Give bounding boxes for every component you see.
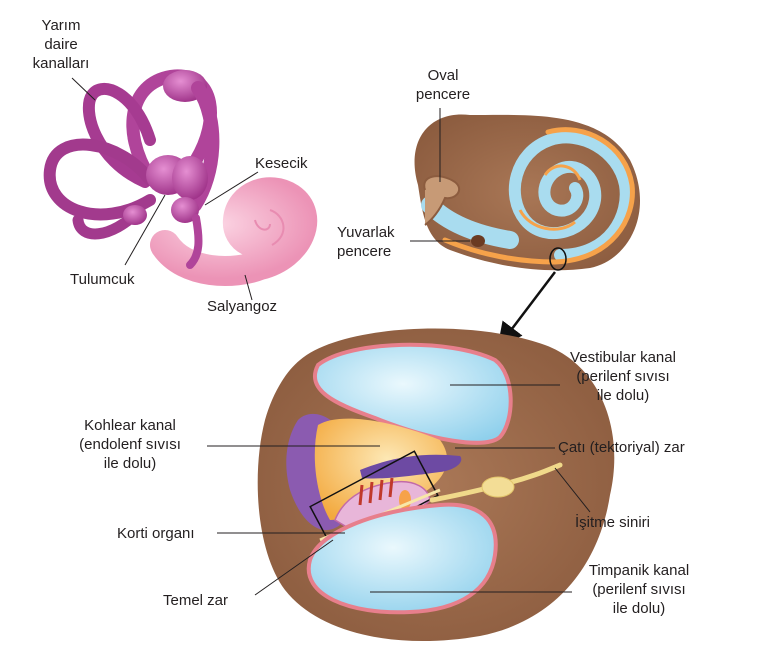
label-cochlea: Salyangoz <box>207 298 278 315</box>
cross-section-illustration <box>257 328 615 642</box>
label-round-window: Yuvarlak pencere <box>337 224 395 260</box>
tympanic-canal-shape <box>306 502 498 615</box>
label-cochlear-duct: Kohlear kanal (endolenf sıvısı ile dolu) <box>79 417 181 472</box>
label-basilar-membrane: Temel zar <box>163 592 229 609</box>
labyrinth-illustration <box>43 69 318 286</box>
leader-semicircular-canals <box>71 77 96 101</box>
saccule-shape <box>171 197 199 223</box>
leader-saccule <box>204 171 259 206</box>
label-organ-of-corti: Korti organı <box>117 525 195 542</box>
label-vestibular-canal: Vestibular kanal (perilenf sıvısı ile do… <box>570 349 676 404</box>
leader-lines <box>71 77 591 596</box>
vestibular-canal-shape <box>312 342 513 445</box>
round-window-shape <box>471 235 485 247</box>
tectorial-membrane-shape <box>360 454 462 479</box>
leader-cochlea <box>244 274 253 301</box>
label-tympanic-canal: Timpanik kanal (perilenf sıvısı ile dolu… <box>588 562 690 617</box>
leader-basilar <box>254 539 334 596</box>
label-saccule: Kesecik <box>255 155 308 172</box>
zoom-circle <box>549 247 567 271</box>
label-oval-window: Oval pencere <box>415 67 471 103</box>
spiral-ganglion <box>481 476 515 498</box>
label-auditory-nerve: İşitme siniri <box>575 514 651 531</box>
spiral-canal-orange <box>442 127 635 265</box>
oval-window-stapes <box>423 175 461 226</box>
label-utricle: Tulumcuk <box>70 271 135 288</box>
semicircular-canal-posterior <box>82 82 156 188</box>
leader-auditory-nerve <box>554 467 591 513</box>
semicircular-canal-lateral <box>43 138 156 221</box>
cochlea-spiral-illustration <box>414 114 641 271</box>
spiral-canal-blue <box>508 131 632 261</box>
label-semicircular-canals: Yarım daire kanalları <box>32 17 90 72</box>
zoom-arrow <box>497 271 556 348</box>
leader-utricle <box>124 194 166 266</box>
label-tectorial-membrane: Çatı (tektoriyal) zar <box>558 439 685 456</box>
cochlea-shape <box>150 177 318 286</box>
